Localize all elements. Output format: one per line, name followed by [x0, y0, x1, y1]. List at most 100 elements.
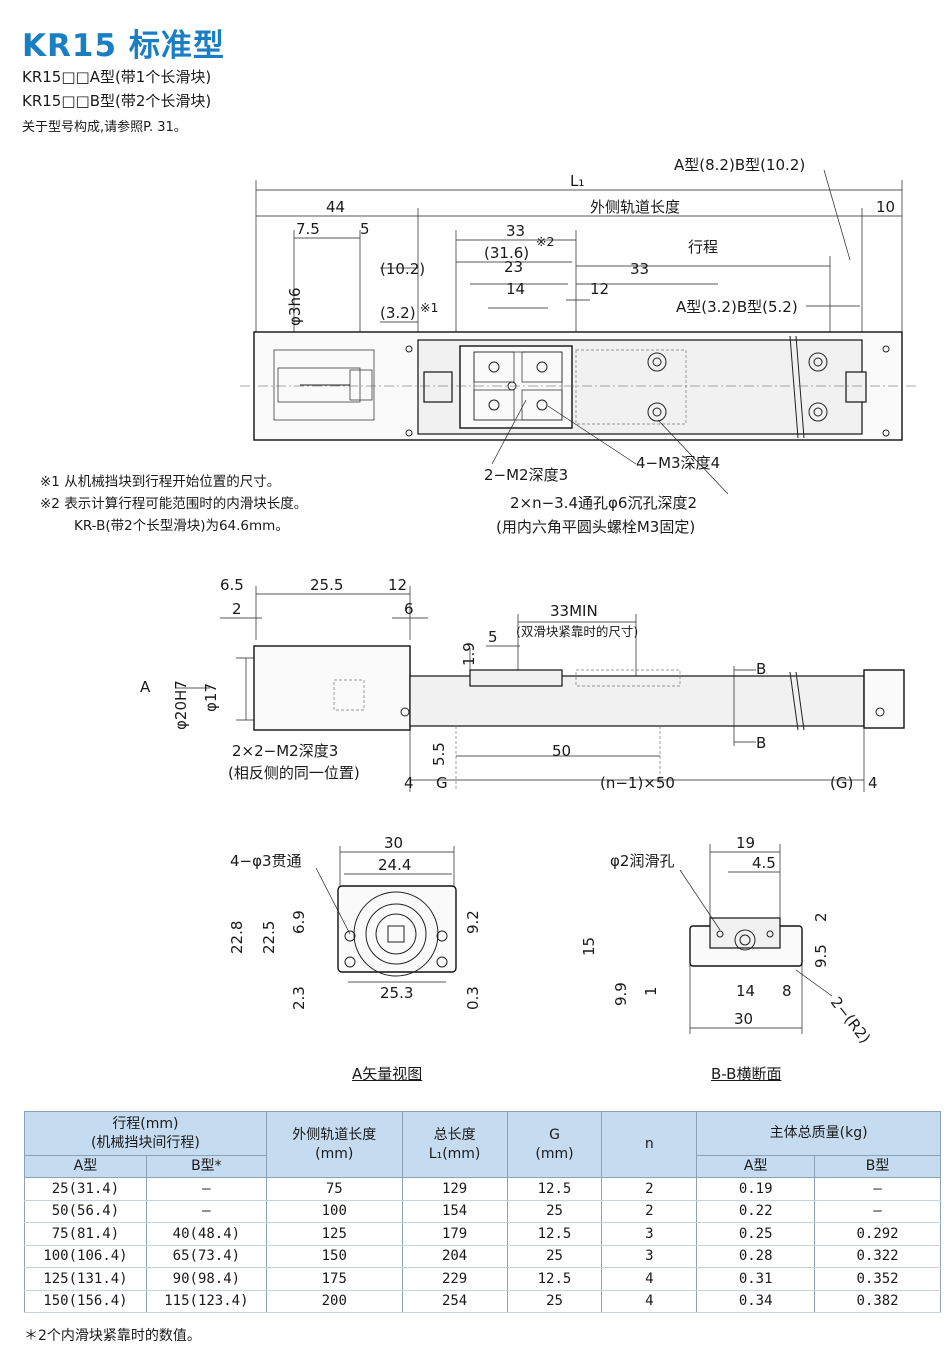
top-view-drawing: L₁ 44 33 (31.6) ※2 外侧轨道长度 10 7.5 5 (10.2… — [240, 156, 918, 536]
dim-rail-length: 外侧轨道长度 — [590, 198, 680, 216]
page-title: KR15 标准型 — [22, 28, 225, 64]
dim-33min-note: (双滑块紧靠时的尺寸) — [516, 624, 638, 639]
dim-33: 33 — [506, 222, 525, 240]
table-row: 100(106.4) 65(73.4) 150 204 25 3 0.28 0.… — [24, 1244, 941, 1268]
dim-l1: L₁ — [570, 172, 584, 190]
table-row: 125(131.4) 90(98.4) 175 229 12.5 4 0.31 … — [24, 1267, 941, 1291]
cell-mass-a: 0.19 — [696, 1177, 816, 1201]
dim-stroke: 行程 — [688, 238, 718, 256]
dim-5: 5 — [488, 628, 498, 646]
dim-22-8: 22.8 — [228, 921, 246, 954]
dim-23: 23 — [504, 258, 523, 276]
cell-stroke-b: 40(48.4) — [145, 1222, 267, 1246]
cell-mass-b: 0.382 — [814, 1289, 941, 1313]
dim-30: 30 — [384, 834, 403, 852]
reference-note: 关于型号构成,请参照P. 31。 — [22, 120, 187, 135]
note-marker-1: ※1 — [420, 300, 438, 315]
cell-g: 25 — [506, 1199, 603, 1223]
cell-stroke-a: 125(131.4) — [24, 1267, 147, 1291]
header-rail-unit: (mm) — [315, 1145, 354, 1162]
header-total-label: 总长度 — [433, 1126, 476, 1143]
subtitle-a: KR15□□A型(带1个长滑块) — [22, 68, 212, 86]
dim-8: 8 — [782, 982, 792, 1000]
dim-10-2: (10.2) — [380, 260, 425, 278]
label-b-bottom: B — [756, 734, 766, 752]
cell-n: 2 — [601, 1177, 698, 1201]
dim-4b: 4 — [868, 774, 878, 792]
header-total-unit: L₁(mm) — [428, 1145, 481, 1162]
header-n: n — [601, 1111, 698, 1178]
dim-19: 19 — [736, 834, 755, 852]
dim-6: 6 — [404, 600, 414, 618]
callout-oil-hole: φ2润滑孔 — [610, 852, 674, 870]
dim-3-2: (3.2) — [380, 304, 416, 322]
header-g-unit: (mm) — [535, 1145, 574, 1162]
header-mass-b: B型 — [814, 1155, 941, 1178]
table-row: 75(81.4) 40(48.4) 125 179 12.5 3 0.25 0.… — [24, 1222, 941, 1246]
note-marker-2: ※2 — [536, 234, 554, 249]
header-g-label: G — [549, 1126, 560, 1143]
cell-rail: 75 — [265, 1177, 403, 1201]
section-bb-drawing: φ2润滑孔 19 4.5 2 15 9.5 9.9 1 14 8 30 2−(R… — [580, 834, 874, 1045]
callout-m2: 2−M2深度3 — [484, 466, 568, 484]
cell-n: 2 — [601, 1199, 698, 1223]
table-row: 25(31.4) — 75 129 12.5 2 0.19 — — [24, 1177, 941, 1201]
callout-m2-note: (相反侧的同一位置) — [228, 764, 360, 782]
callout-holes-note: (用内六角平圆头螺栓M3固定) — [496, 518, 695, 536]
header-stroke-a: A型 — [24, 1155, 147, 1178]
label-b-top: B — [756, 660, 766, 678]
dim-4: 4 — [404, 774, 414, 792]
cell-stroke-a: 100(106.4) — [24, 1244, 147, 1268]
dim-25-5: 25.5 — [310, 576, 343, 594]
dim-33b: 33 — [630, 260, 649, 278]
cell-mass-b: — — [814, 1177, 941, 1201]
cell-total: 254 — [401, 1289, 508, 1313]
dim-pitch: (n−1)×50 — [600, 774, 675, 792]
dim-5: 5 — [360, 220, 370, 238]
cell-g: 25 — [506, 1244, 603, 1268]
cell-mass-b: — — [814, 1199, 941, 1223]
dim-25-3: 25.3 — [380, 984, 413, 1002]
header-stroke-label: 行程(mm) — [112, 1115, 179, 1132]
cell-stroke-b: 115(123.4) — [145, 1289, 267, 1313]
cell-total: 129 — [401, 1177, 508, 1201]
note-2-detail: KR-B(带2个长型滑块)为64.6mm。 — [74, 518, 289, 534]
cell-mass-b: 0.322 — [814, 1244, 941, 1268]
dim-g: G — [436, 774, 448, 792]
callout-m2: 2×2−M2深度3 — [232, 742, 338, 760]
header-g: G (mm) — [506, 1111, 603, 1178]
dim-14: 14 — [506, 280, 525, 298]
cell-total: 229 — [401, 1267, 508, 1291]
footnote: ＊2个内滑块紧靠时的数值。 — [24, 1328, 201, 1344]
dim-12: 12 — [590, 280, 609, 298]
dim-0-3: 0.3 — [464, 986, 482, 1010]
view-a-drawing: 4−φ3贯通 30 24.4 22.8 22.5 6.9 9.2 2.3 25.… — [228, 834, 482, 1010]
header-rail-label: 外侧轨道长度 — [292, 1126, 377, 1143]
callout-m3: 4−M3深度4 — [636, 454, 720, 472]
dim-44: 44 — [326, 198, 345, 216]
dim-9-5: 9.5 — [812, 944, 830, 968]
dim-12: 12 — [388, 576, 407, 594]
cell-n: 3 — [601, 1222, 698, 1246]
cell-rail: 100 — [265, 1199, 403, 1223]
table-row: 50(56.4) — 100 154 25 2 0.22 — — [24, 1199, 941, 1223]
cell-g: 25 — [506, 1289, 603, 1313]
dim-30: 30 — [734, 1010, 753, 1028]
cell-rail: 125 — [265, 1222, 403, 1246]
dim-33min: 33MIN — [550, 602, 598, 620]
cell-g: 12.5 — [506, 1267, 603, 1291]
cell-mass-a: 0.22 — [696, 1199, 816, 1223]
dim-2-3: 2.3 — [290, 986, 308, 1010]
cell-total: 154 — [401, 1199, 508, 1223]
dim-r2: 2−(R2) — [827, 993, 874, 1045]
cell-total: 179 — [401, 1222, 508, 1246]
cell-g: 12.5 — [506, 1222, 603, 1246]
note-1: ※1 从机械挡块到行程开始位置的尺寸。 — [40, 474, 281, 490]
cell-mass-b: 0.352 — [814, 1267, 941, 1291]
dim-phi20: φ20H7 — [172, 680, 190, 730]
header-mass: 主体总质量(kg) — [696, 1111, 941, 1156]
dim-24-4: 24.4 — [378, 856, 411, 874]
cell-n: 4 — [601, 1289, 698, 1313]
dim-7-5: 7.5 — [296, 220, 320, 238]
cell-mass-a: 0.34 — [696, 1289, 816, 1313]
